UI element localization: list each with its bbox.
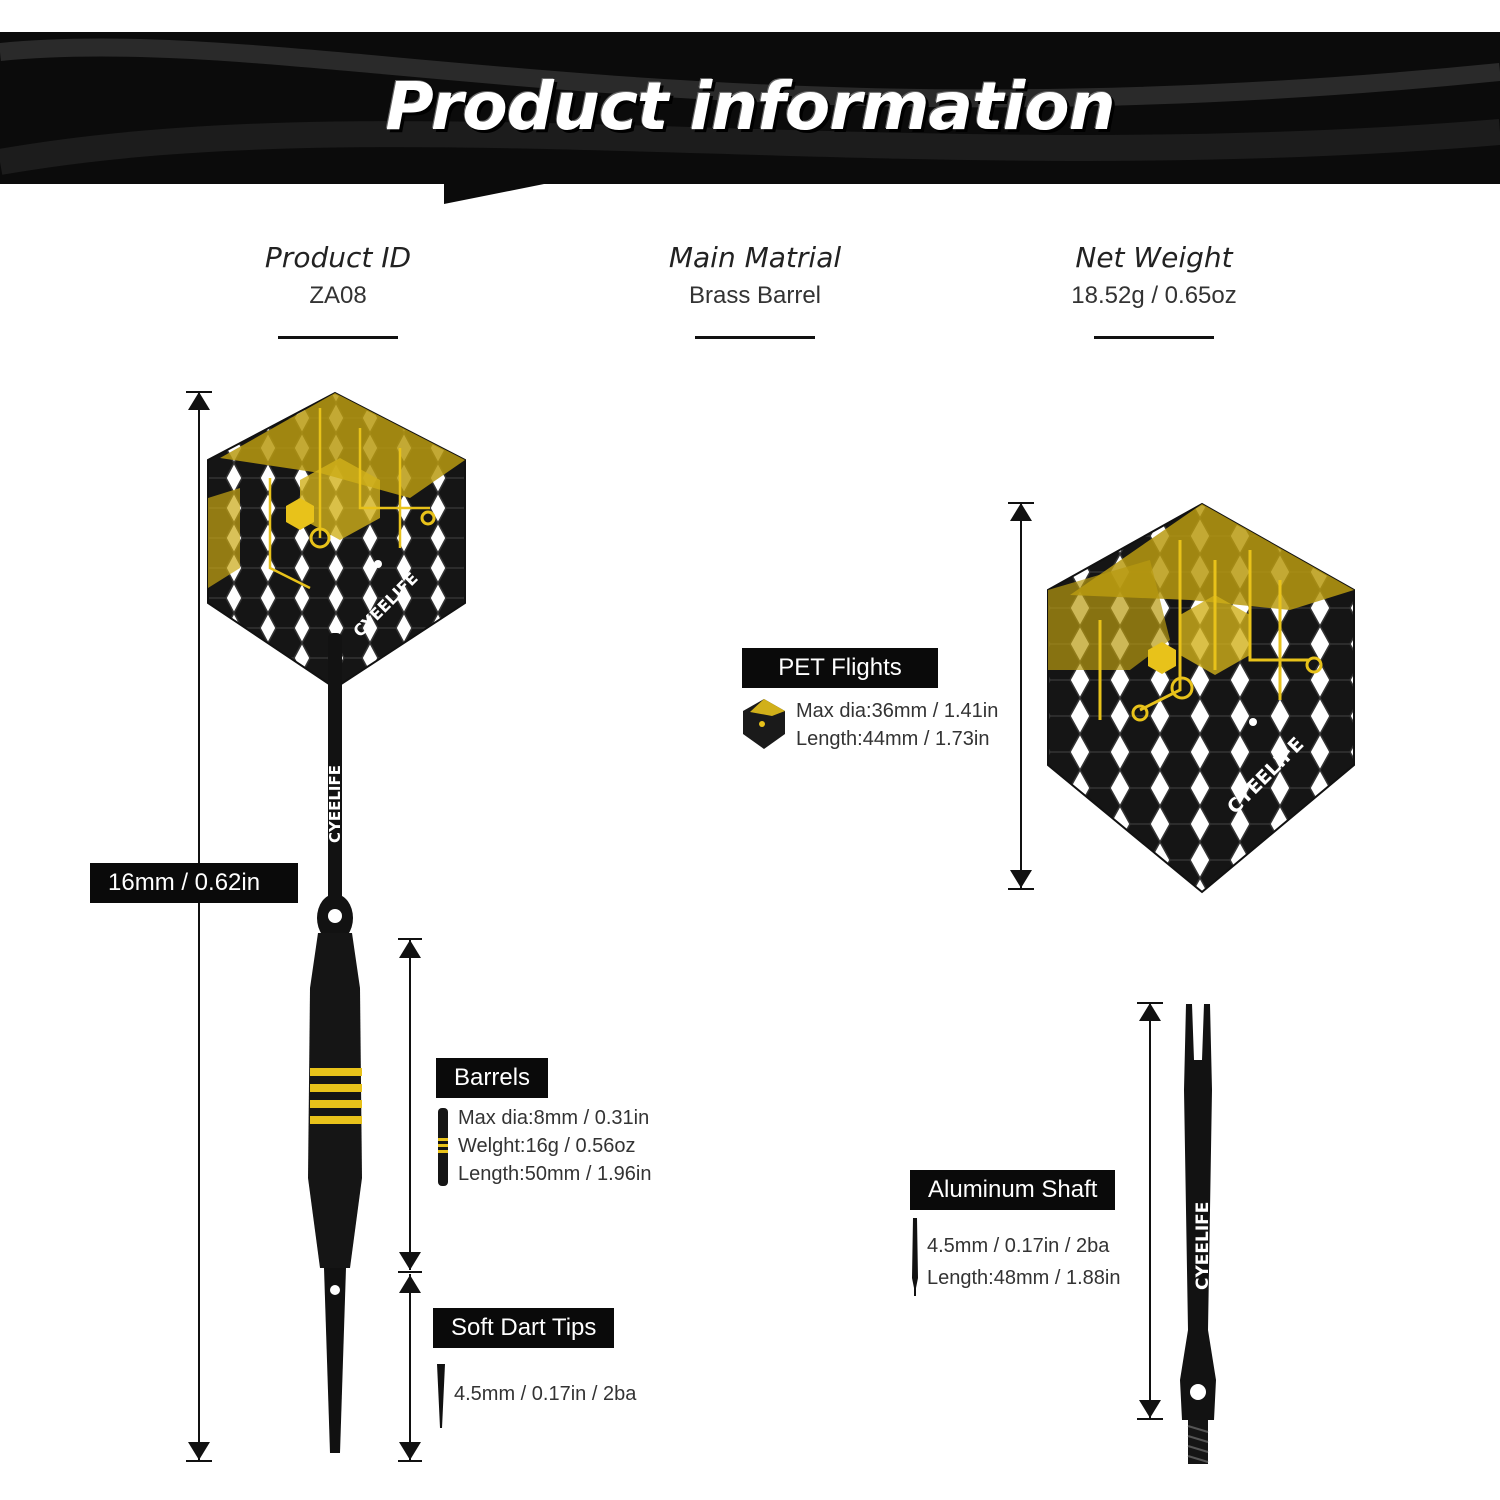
dimension-line-tip [409, 1274, 411, 1460]
spec-label: Main Matrial [668, 241, 842, 274]
arrow-up-icon [188, 392, 210, 410]
shaft-details: 4.5mm / 0.17in / 2ba Length:48mm / 1.88i… [927, 1230, 1120, 1294]
spec-value: ZA08 [309, 282, 367, 309]
spec-underline [278, 336, 398, 339]
flights-detail-line: Max dia:36mm / 1.41in [796, 700, 999, 722]
spec-underline [1094, 336, 1214, 339]
tips-detail-line: 4.5mm / 0.17in / 2ba [454, 1383, 637, 1405]
tips-tag: Soft Dart Tips [433, 1308, 615, 1348]
dimension-line-barrel [409, 940, 411, 1270]
spec-main-material: Main Matrial Brass Barrel [605, 238, 905, 339]
arrow-down-icon [188, 1442, 210, 1460]
arrow-up-icon [399, 940, 421, 958]
flights-detail-line: Length:44mm / 1.73in [796, 728, 990, 750]
dimension-cap-bottom [1137, 1418, 1163, 1420]
dimension-line-flight [1020, 503, 1022, 889]
barrels-details: Max dia:8mm / 0.31in Welght:16g / 0.56oz… [458, 1104, 651, 1188]
spec-label: Net Weight [1075, 241, 1233, 274]
arrow-down-icon [399, 1252, 421, 1270]
barrels-detail-line: Max dia:8mm / 0.31in [458, 1107, 650, 1129]
spec-value: 18.52g / 0.65oz [1071, 282, 1237, 309]
flight-illustration: CYEELIFE [1047, 502, 1355, 894]
spec-product-id: Product ID ZA08 [188, 238, 488, 339]
arrow-up-icon [399, 1275, 421, 1293]
tip-thumbnail-icon [437, 1364, 445, 1428]
dimension-cap-bottom [398, 1271, 422, 1273]
svg-text:CYEELIFE: CYEELIFE [1193, 1202, 1213, 1290]
dimension-cap-bottom [186, 1460, 212, 1462]
arrow-down-icon [1010, 870, 1032, 888]
shaft-tag: Aluminum Shaft [910, 1170, 1116, 1210]
banner-swoosh-decoration [0, 38, 1500, 175]
flights-tag: PET Flights [742, 648, 938, 688]
page-title: Product information [385, 68, 1115, 145]
dimension-line-full [198, 392, 200, 1460]
svg-text:CYEELIFE: CYEELIFE [326, 765, 344, 843]
shaft-detail-line: 4.5mm / 0.17in / 2ba [927, 1235, 1110, 1257]
dimension-line-shaft [1149, 1003, 1151, 1419]
spec-net-weight: Net Weight 18.52g / 0.65oz [1004, 238, 1304, 339]
shaft-illustration: CYEELIFE [1180, 1004, 1216, 1464]
spec-underline [695, 336, 815, 339]
barrels-detail-line: Welght:16g / 0.56oz [458, 1135, 636, 1157]
dimension-cap-bottom [398, 1460, 422, 1462]
spec-value: Brass Barrel [688, 282, 822, 309]
barrels-tag: Barrels [436, 1058, 549, 1098]
flight-thumbnail-icon [743, 699, 785, 749]
barrel-thumbnail-icon [438, 1108, 448, 1186]
shaft-detail-line: Length:48mm / 1.88in [927, 1267, 1121, 1289]
tips-details: 4.5mm / 0.17in / 2ba [454, 1380, 636, 1408]
arrow-up-icon [1010, 503, 1032, 521]
dimension-cap-bottom [1008, 888, 1034, 890]
banner-notch [444, 182, 554, 204]
flights-details: Max dia:36mm / 1.41in Length:44mm / 1.73… [796, 697, 998, 753]
dimension-cap-top [398, 938, 422, 940]
arrow-down-icon [399, 1442, 421, 1460]
spec-label: Product ID [264, 241, 412, 274]
arrow-down-icon [1139, 1400, 1161, 1418]
dimension-tag: 16mm / 0.62in [90, 863, 298, 903]
dart-illustration: CYEELIFE CYEELIFE [207, 391, 466, 1453]
header-banner [0, 32, 1500, 184]
arrow-up-icon [1139, 1003, 1161, 1021]
barrels-detail-line: Length:50mm / 1.96in [458, 1163, 652, 1185]
shaft-thumbnail-icon [912, 1218, 918, 1296]
